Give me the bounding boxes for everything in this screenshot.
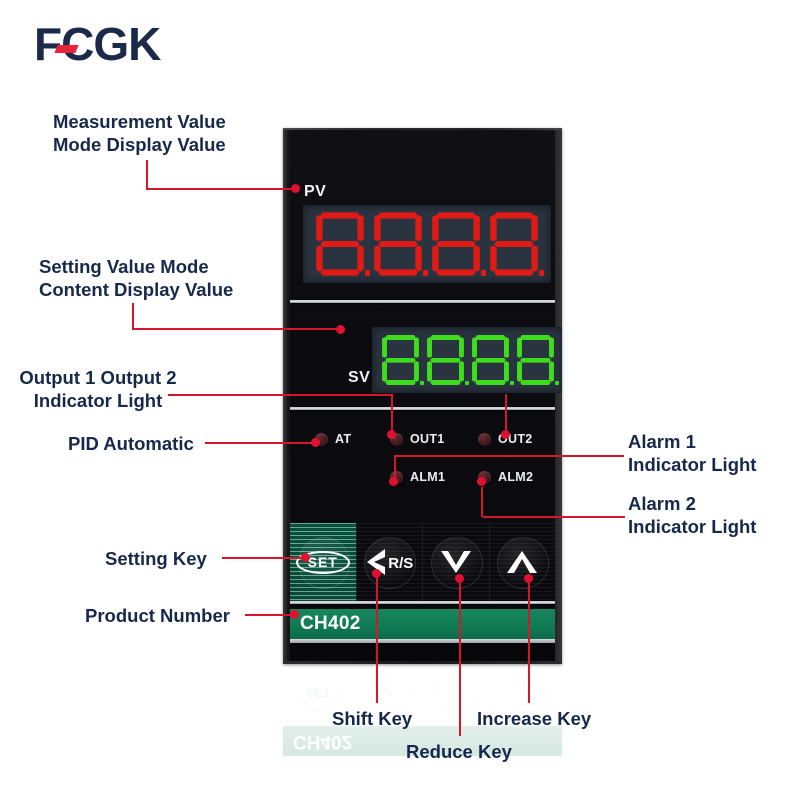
leader-dot-product: [290, 610, 299, 619]
leader-dot-measurement: [291, 184, 300, 193]
pv-digit-1: [311, 211, 371, 277]
annotation-shift-key: Shift Key: [332, 708, 413, 729]
sv-lcd-screen: [372, 327, 562, 393]
leader-reduce-v: [459, 578, 461, 736]
leader-dot-shift: [372, 569, 381, 578]
device-bottom-trim: [290, 639, 555, 643]
indicator-at: AT: [315, 432, 351, 446]
leader-dot-alm2: [477, 477, 486, 486]
sv-display-section: SV: [290, 307, 562, 407]
set-oval-icon: SET: [295, 550, 350, 574]
leader-setting-h: [132, 328, 338, 330]
pv-display-section: PV: [290, 183, 555, 295]
leader-output1-h: [168, 394, 393, 396]
leader-pid-h: [205, 442, 315, 444]
leader-measurement-h: [146, 188, 294, 190]
shift-key-label: R/S: [388, 554, 414, 572]
leader-shift-v: [376, 573, 378, 703]
divider-leds-keys: [290, 601, 555, 604]
annotation-alarm2: Alarm 2 Indicator Light: [628, 493, 757, 537]
sv-label: SV: [348, 369, 371, 386]
increase-key-button[interactable]: [488, 523, 556, 601]
leader-dot-reduce: [455, 574, 464, 583]
setting-key-button[interactable]: SET: [290, 523, 356, 601]
leader-dot-setting: [336, 325, 345, 334]
brand-logo-text: FCGK: [34, 18, 161, 70]
chevron-up-icon: [507, 551, 538, 573]
leader-alarm2-h: [483, 516, 625, 518]
leader-increase-v: [528, 578, 530, 703]
leader-dot-set-key: [301, 553, 310, 562]
out2-led-icon: [478, 432, 491, 446]
indicator-led-section: AT OUT1 OUT2 ALM1 ALM2: [290, 413, 555, 521]
product-number-label: CH402: [300, 613, 361, 634]
leader-alarm2-v: [481, 487, 483, 517]
chevron-down-icon: [440, 551, 471, 573]
divider-sv-leds: [290, 407, 555, 410]
annotation-setting-key: Setting Key: [105, 548, 207, 569]
sv-digit-3: [468, 334, 514, 386]
device-faceplate: PV: [290, 131, 562, 661]
annotation-reduce-key: Reduce Key: [406, 741, 512, 762]
annotation-setting-value: Setting Value Mode Content Display Value: [39, 256, 234, 300]
annotation-pid-automatic: PID Automatic: [68, 433, 194, 454]
annotation-measurement-value: Measurement Value Mode Display Value: [53, 111, 226, 155]
annotation-alarm1: Alarm 1 Indicator Light: [628, 431, 757, 475]
set-key-glyph: SET: [290, 523, 356, 601]
indicator-out1: OUT1: [390, 432, 445, 446]
reflection-chevron-down-icon: ∨: [450, 676, 465, 698]
sv-digit-1: [378, 334, 424, 386]
annotation-output-indicator: Output 1 Output 2 Indicator Light: [19, 367, 177, 411]
brand-logo-accent-mark: [54, 45, 79, 53]
leader-dot-alm1: [389, 477, 398, 486]
device-bottom-bevel: [283, 661, 562, 664]
leader-alarm1-h: [396, 455, 624, 457]
sv-digits: [372, 327, 562, 393]
leader-setting-key-h: [222, 557, 308, 559]
pv-digits: [303, 205, 551, 283]
out1-label: OUT1: [410, 432, 445, 446]
leader-output1-v: [391, 394, 393, 434]
leader-dot-out2: [501, 430, 510, 439]
pid-controller-device: PV: [283, 128, 562, 664]
leader-alarm1-v: [394, 455, 396, 483]
reduce-key-button[interactable]: [422, 523, 489, 601]
divider-pv-sv: [290, 300, 555, 303]
alm2-label: ALM2: [498, 470, 534, 484]
leader-dot-at: [311, 438, 320, 447]
shift-key-button[interactable]: R/S: [355, 523, 423, 601]
product-number-strip: CH402: [290, 609, 555, 639]
chevron-left-icon: [367, 549, 386, 575]
pv-digit-4: [485, 211, 545, 277]
device-top-bevel: [283, 128, 562, 130]
increase-key-circle: [497, 537, 550, 589]
pv-label: PV: [304, 183, 327, 200]
pv-lcd-screen: [303, 205, 551, 283]
leader-product-h: [245, 614, 297, 616]
pv-digit-2: [369, 211, 429, 277]
leader-dot-increase: [524, 574, 533, 583]
sv-digit-2: [423, 334, 469, 386]
at-label: AT: [335, 432, 352, 446]
indicator-alm1: ALM1: [390, 470, 445, 484]
reduce-key-glyph: [423, 523, 489, 601]
leader-measurement-v: [146, 160, 148, 190]
alm1-label: ALM1: [410, 470, 446, 484]
keypad-section: SET R/S: [290, 523, 555, 601]
annotation-increase-key: Increase Key: [477, 708, 592, 729]
reflection-chevron-left-icon: ❮: [379, 676, 397, 698]
leader-output2-v: [505, 394, 507, 434]
leader-setting-v: [132, 303, 134, 330]
shift-key-glyph: R/S: [357, 523, 423, 601]
device-bottom-panel: [290, 643, 555, 661]
increase-key-glyph: [490, 523, 556, 601]
annotation-product-number: Product Number: [85, 605, 230, 626]
reflection-product-number: CH402: [293, 731, 353, 752]
sv-digit-4: [513, 334, 559, 386]
indicator-alm2: ALM2: [478, 470, 533, 484]
brand-logo: FCGK: [34, 18, 204, 70]
pv-digit-3: [427, 211, 487, 277]
leader-dot-out1: [387, 430, 396, 439]
